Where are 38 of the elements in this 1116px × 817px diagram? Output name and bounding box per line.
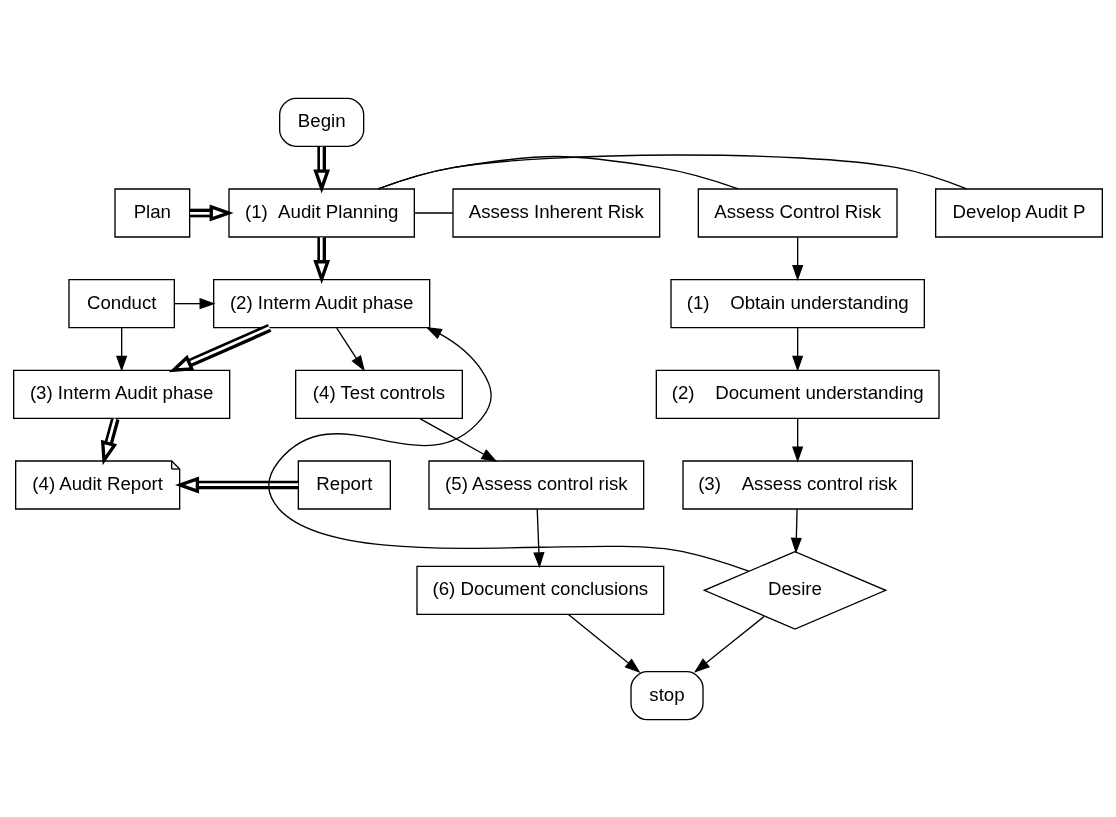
arrow bbox=[792, 326, 804, 372]
node-box: (3) Assess control risk bbox=[682, 459, 913, 510]
node-box: (2) Interm Audit phase bbox=[213, 278, 431, 328]
node-box: Begin bbox=[279, 97, 365, 147]
arrow bbox=[175, 476, 299, 493]
node-box: (1) Obtain understanding bbox=[670, 278, 925, 328]
node-box: Assess Inherent Risk bbox=[452, 187, 661, 238]
arrow bbox=[100, 417, 120, 465]
node-diamond: Desire bbox=[702, 550, 888, 630]
arrow bbox=[313, 146, 331, 193]
node-box: stop bbox=[630, 670, 704, 720]
node-box: (4) Test controls bbox=[295, 369, 463, 419]
arrow bbox=[792, 236, 804, 281]
arrow bbox=[336, 326, 365, 371]
arrow bbox=[419, 417, 498, 462]
node-box: Report bbox=[297, 459, 391, 510]
node-box: (6) Document conclusions bbox=[416, 565, 665, 615]
arrow bbox=[190, 204, 234, 221]
arrow bbox=[790, 507, 802, 554]
arrow bbox=[116, 326, 128, 372]
connector bbox=[377, 153, 968, 190]
arrow bbox=[267, 326, 750, 572]
arrow bbox=[168, 323, 272, 372]
node-box: (1) Audit Planning bbox=[228, 187, 415, 238]
node-box: Conduct bbox=[68, 278, 175, 328]
node-box: Assess Control Risk bbox=[697, 187, 898, 238]
node-box: Plan bbox=[114, 187, 191, 238]
arrow bbox=[792, 417, 804, 462]
node-box: Develop Audit P bbox=[935, 187, 1103, 238]
arrow bbox=[173, 297, 216, 309]
arrow bbox=[533, 507, 545, 568]
node-box: (5) Assess control risk bbox=[428, 459, 645, 510]
arrow bbox=[567, 613, 641, 673]
arrow bbox=[313, 236, 331, 284]
node-box: (3) Interm Audit phase bbox=[13, 369, 231, 419]
connector bbox=[414, 211, 454, 214]
node-box: (2) Document understanding bbox=[655, 369, 940, 419]
arrow bbox=[693, 615, 765, 673]
